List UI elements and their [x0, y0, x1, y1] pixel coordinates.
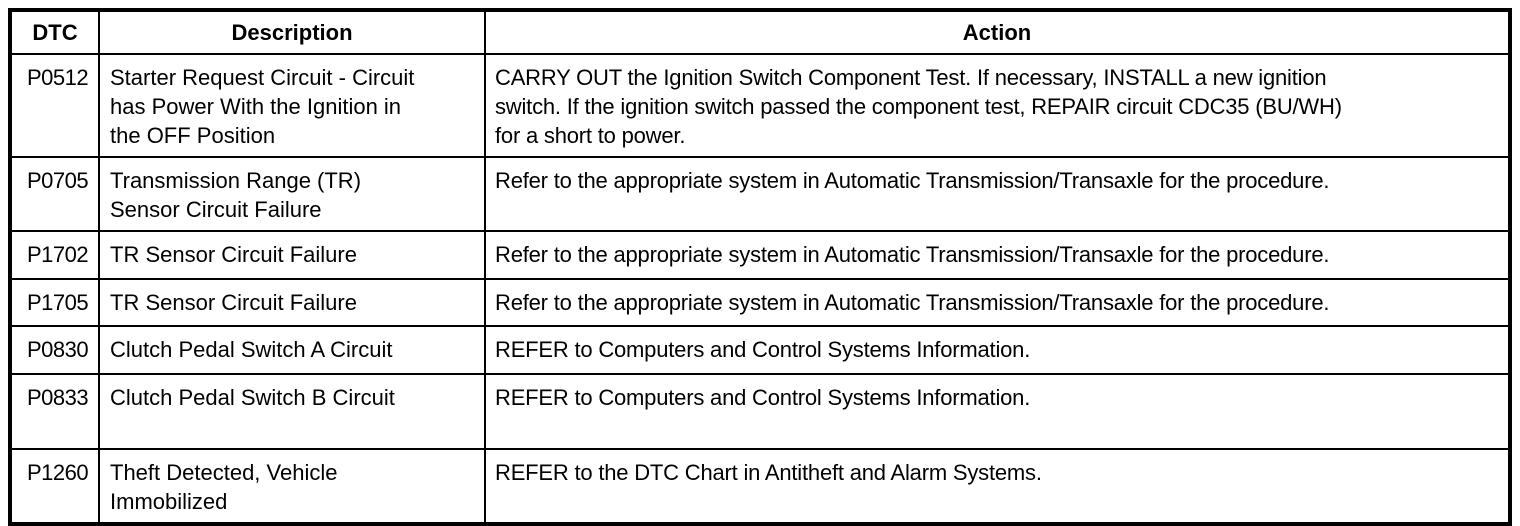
- dtc-code-cell: P1702: [9, 230, 100, 280]
- description-cell: Theft Detected, Vehicle Immobilized: [98, 448, 486, 525]
- dtc-code-cell: P0830: [9, 325, 100, 375]
- table-body: P0512 Starter Request Circuit - Circuit …: [9, 53, 1511, 525]
- description-cell: Clutch Pedal Switch B Circuit: [98, 373, 486, 450]
- column-header-dtc: DTC: [9, 9, 100, 55]
- table-row: P0830 Clutch Pedal Switch A Circuit REFE…: [9, 325, 1511, 375]
- column-header-description: Description: [98, 9, 486, 55]
- action-cell: Refer to the appropriate system in Autom…: [484, 278, 1511, 327]
- table-header: DTC Description Action: [9, 9, 1511, 55]
- description-cell: TR Sensor Circuit Failure: [98, 278, 486, 327]
- table-row: P1260 Theft Detected, Vehicle Immobilize…: [9, 448, 1511, 525]
- dtc-chart-document: DTC Description Action P0512 Starter Req…: [8, 8, 1512, 526]
- dtc-code-cell: P0833: [9, 373, 100, 450]
- dtc-code-cell: P1705: [9, 278, 100, 327]
- action-cell: Refer to the appropriate system in Autom…: [484, 156, 1511, 232]
- action-cell: REFER to Computers and Control Systems I…: [484, 373, 1511, 450]
- table-row: P0833 Clutch Pedal Switch B Circuit REFE…: [9, 373, 1511, 450]
- dtc-code-cell: P1260: [9, 448, 100, 525]
- dtc-code-cell: P0512: [9, 53, 100, 158]
- table-header-row: DTC Description Action: [9, 9, 1511, 55]
- action-cell: CARRY OUT the Ignition Switch Component …: [484, 53, 1511, 158]
- action-cell: Refer to the appropriate system in Autom…: [484, 230, 1511, 280]
- dtc-table: DTC Description Action P0512 Starter Req…: [8, 8, 1512, 526]
- action-cell: REFER to Computers and Control Systems I…: [484, 325, 1511, 375]
- table-row: P0705 Transmission Range (TR) Sensor Cir…: [9, 156, 1511, 232]
- table-row: P1705 TR Sensor Circuit Failure Refer to…: [9, 278, 1511, 327]
- action-cell: REFER to the DTC Chart in Antitheft and …: [484, 448, 1511, 525]
- table-row: P0512 Starter Request Circuit - Circuit …: [9, 53, 1511, 158]
- dtc-code-cell: P0705: [9, 156, 100, 232]
- column-header-action: Action: [484, 9, 1511, 55]
- table-row: P1702 TR Sensor Circuit Failure Refer to…: [9, 230, 1511, 280]
- description-cell: Starter Request Circuit - Circuit has Po…: [98, 53, 486, 158]
- description-cell: TR Sensor Circuit Failure: [98, 230, 486, 280]
- description-cell: Transmission Range (TR) Sensor Circuit F…: [98, 156, 486, 232]
- description-cell: Clutch Pedal Switch A Circuit: [98, 325, 486, 375]
